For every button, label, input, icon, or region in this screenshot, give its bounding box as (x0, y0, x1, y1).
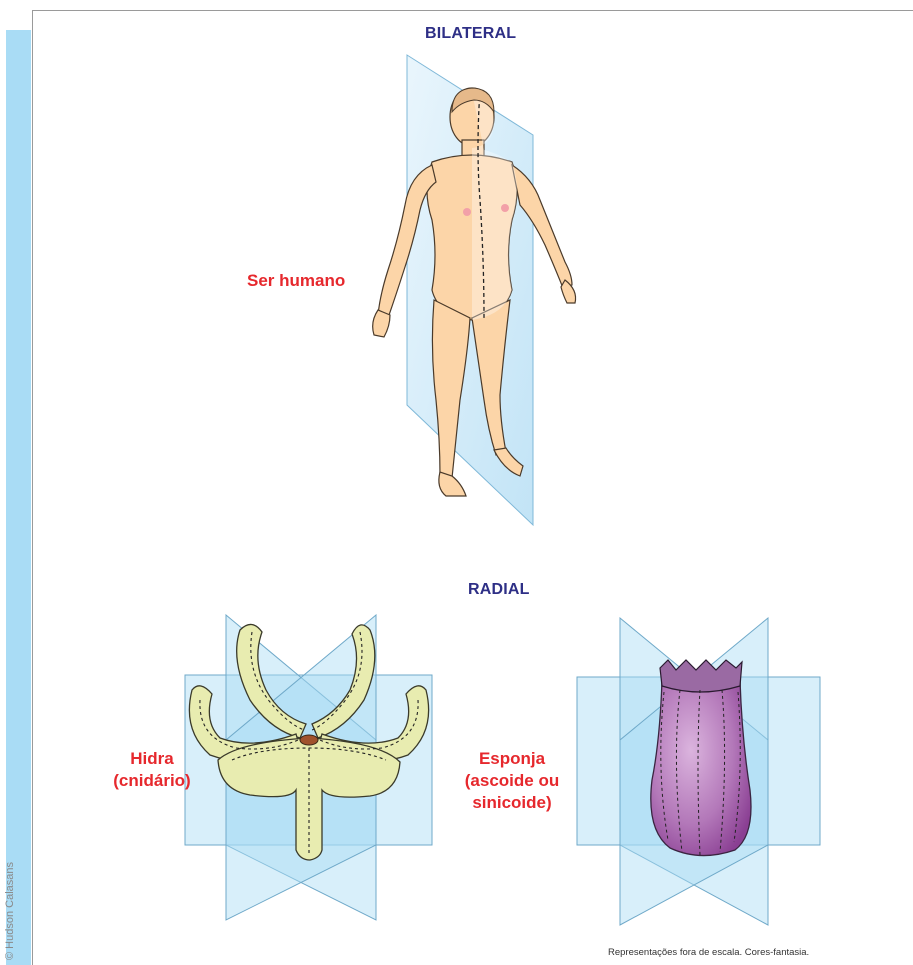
label-sponge-line2: (ascoide ou (457, 770, 567, 792)
label-sponge-line3: sinicoide) (457, 792, 567, 814)
label-hydra: Hidra (cnidário) (112, 748, 192, 792)
nipple-right (501, 204, 509, 212)
sponge-osculum-rim (660, 660, 742, 692)
sponge-group (577, 618, 820, 925)
hydra-mouth (300, 735, 318, 745)
sponge-body (651, 680, 751, 856)
footnote: Representações fora de escala. Cores-fan… (608, 947, 809, 958)
bilateral-figure (373, 55, 576, 525)
label-sponge: Esponja (ascoide ou sinicoide) (457, 748, 567, 814)
label-hydra-line1: Hidra (112, 748, 192, 770)
label-hydra-line2: (cnidário) (112, 770, 192, 792)
nipple-left (463, 208, 471, 216)
hydra-group (185, 615, 432, 920)
label-sponge-line1: Esponja (457, 748, 567, 770)
label-human: Ser humano (247, 270, 345, 292)
